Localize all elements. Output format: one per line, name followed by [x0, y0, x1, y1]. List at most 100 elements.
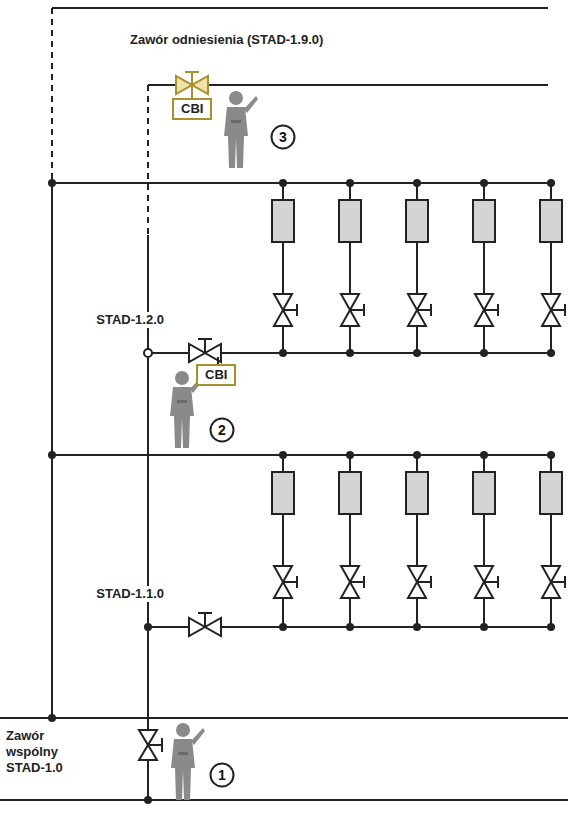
instrument-box: CBI: [172, 98, 212, 120]
valve-stem: [484, 309, 498, 311]
callout-text: 2: [209, 417, 235, 443]
valve-label: STAD-1.1.0: [94, 586, 166, 602]
valve-label: STAD-1.2.0: [94, 312, 166, 328]
radiator-valve: [408, 294, 426, 310]
radiator-valve: [274, 582, 292, 598]
valve-stem: [283, 309, 297, 311]
pipe: [550, 598, 552, 627]
callout-number: 3: [270, 124, 296, 150]
radiator-valve: [341, 566, 359, 582]
pipe: [416, 242, 418, 294]
instrument-label: CBI: [181, 101, 203, 116]
pipe: [416, 326, 418, 353]
pipe: [349, 242, 351, 294]
radiator-valve: [542, 310, 560, 326]
radiator-valve: [408, 566, 426, 582]
radiator: [406, 200, 428, 242]
junction-dot: [279, 451, 287, 459]
valve-handle: [497, 304, 499, 316]
junction-dot: [279, 623, 287, 631]
junction-dot: [547, 179, 555, 187]
radiator: [473, 472, 495, 514]
valve-handle: [296, 576, 298, 588]
pipe: [550, 242, 552, 294]
pipe: [483, 598, 485, 627]
pipe: [282, 242, 284, 294]
valve-handle: [564, 304, 566, 316]
junction-dot: [413, 451, 421, 459]
radiator: [540, 200, 562, 242]
valve-stem: [417, 581, 431, 583]
junction-dot: [480, 451, 488, 459]
junction-dot: [413, 623, 421, 631]
pipe: [349, 598, 351, 627]
radiator-valve: [408, 582, 426, 598]
valve-stem: [283, 581, 297, 583]
radiator-valve: [542, 566, 560, 582]
radiator-valve: [475, 566, 493, 582]
radiator: [473, 200, 495, 242]
pipe: [416, 598, 418, 627]
radiator-valve: [341, 310, 359, 326]
pipe: [483, 242, 485, 294]
valve-stem: [551, 309, 565, 311]
junction-dot: [413, 179, 421, 187]
valve-handle: [497, 576, 499, 588]
valve-stem: [417, 309, 431, 311]
radiator-valve: [274, 294, 292, 310]
junction-dot: [279, 179, 287, 187]
callout-text: 3: [270, 124, 296, 150]
radiator: [272, 472, 294, 514]
instrument-box: CBI: [196, 364, 236, 386]
junction-dot: [547, 451, 555, 459]
pipe: [416, 514, 418, 566]
pipe: [282, 598, 284, 627]
radiator-valve: [408, 310, 426, 326]
junction-dot: [279, 349, 287, 357]
junction-dot: [346, 179, 354, 187]
radiator-valve: [475, 294, 493, 310]
radiator-valve: [341, 294, 359, 310]
valve-handle: [430, 576, 432, 588]
instrument-label: CBI: [205, 367, 227, 382]
radiator-valve: [475, 582, 493, 598]
radiator: [339, 472, 361, 514]
valve-stem: [350, 581, 364, 583]
valve-handle: [363, 304, 365, 316]
pipe: [483, 326, 485, 353]
valve-stem: [551, 581, 565, 583]
radiator: [272, 200, 294, 242]
valve-handle: [296, 304, 298, 316]
junction-dot: [413, 349, 421, 357]
valve-handle: [564, 576, 566, 588]
pipe: [349, 326, 351, 353]
junction-dot: [480, 349, 488, 357]
pipe: [550, 326, 552, 353]
radiator-valve: [274, 310, 292, 326]
valve-label: Zawór odniesienia (STAD-1.9.0): [128, 32, 325, 48]
pipe: [349, 514, 351, 566]
callout-text: 1: [209, 762, 235, 788]
radiator: [540, 472, 562, 514]
pipe: [282, 514, 284, 566]
valve-label: Zawór wspólny STAD-1.0: [4, 728, 74, 776]
junction-dot: [346, 623, 354, 631]
callout-number: 1: [209, 762, 235, 788]
radiator-valve: [542, 582, 560, 598]
radiator-valve: [542, 294, 560, 310]
valve-handle: [430, 304, 432, 316]
radiator-valve: [341, 582, 359, 598]
radiator-valve: [274, 566, 292, 582]
junction-dot: [346, 349, 354, 357]
valve-stem: [484, 581, 498, 583]
junction-dot: [547, 623, 555, 631]
pipe: [483, 514, 485, 566]
pipe: [282, 326, 284, 353]
junction-dot: [547, 349, 555, 357]
callout-number: 2: [209, 417, 235, 443]
radiator-valve: [475, 310, 493, 326]
radiator: [406, 472, 428, 514]
pipe: [550, 514, 552, 566]
valve-stem: [350, 309, 364, 311]
